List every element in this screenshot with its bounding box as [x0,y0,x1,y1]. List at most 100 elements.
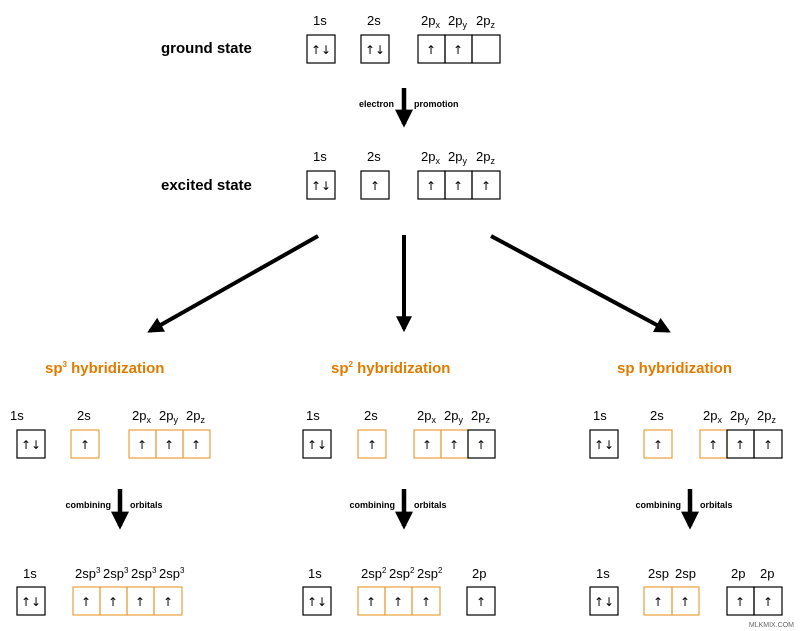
sp2-after-1s-electrons: ↑↓ [307,595,327,609]
sp-before-2pz-label: 2pz [757,408,776,425]
ground-state-section: ground state 1s 2s 2px 2py 2pz ↑↓ ↑↓ ↑ ↑ [161,13,501,64]
sp3-after-2sp3-label-1: 2sp3 [75,566,101,581]
sp3-after-1s-box [16,586,46,616]
excited-1s-label: 1s [313,149,327,164]
ground-2s-electrons: ↑↓ [365,43,385,57]
sp2-before-2s-box [357,429,387,459]
excited-1s-electrons: ↑↓ [311,179,331,193]
sp-before-1s-label: 1s [593,408,607,423]
sp3-after-hybrid-box-4 [153,586,183,616]
promotion-arrow-group: electron promotion [359,88,459,128]
sp-after-2sp-label-1: 2sp [648,566,669,581]
promotion-right-label: promotion [414,99,459,109]
sp2-column: sp2 hybridization 1s 2s 2px 2py 2pz ↑↓ ↑… [302,360,496,616]
sp2-after-2sp2-label-2: 2sp2 [389,566,415,581]
sp2-before-2s-electrons: ↑ [367,438,377,452]
sp2-before-2py-label: 2py [444,408,463,425]
sp3-before-2s-box [70,429,100,459]
sp2-after-2p-electrons: ↑ [476,595,486,609]
sp-after-2p-label-1: 2p [731,566,745,581]
sp-before-2py-electrons: ↑ [735,438,745,452]
sp2-before-2py-electrons: ↑ [449,438,459,452]
sp-before-2px-electrons: ↑ [708,438,718,452]
sp2-before-2pz-electrons: ↑ [476,438,486,452]
sp2-title: sp2 hybridization [331,360,450,377]
sp3-before-2py-electrons: ↑ [164,438,174,452]
branch-arrows [147,234,671,333]
sp3-after-hybrid-electrons-4: ↑ [163,595,173,609]
sp3-after-hybrid-electrons-1: ↑ [81,595,91,609]
ground-2py-label: 2py [448,13,467,30]
sp3-before-2py-label: 2py [159,408,178,425]
sp-title: sp hybridization [617,360,732,377]
excited-2pz-electrons: ↑ [481,179,491,193]
sp3-before-2pz-label: 2pz [186,408,205,425]
sp3-before-1s-box [16,429,46,459]
sp-after-hybrid-electrons-2: ↑ [680,595,690,609]
ground-2px-electrons: ↑ [426,43,436,57]
sp3-before-2pz-electrons: ↑ [191,438,201,452]
sp-after-1s-label: 1s [596,566,610,581]
sp2-after-2p-box [466,586,496,616]
excited-2px-label: 2px [421,149,440,166]
ground-2py-electrons: ↑ [453,43,463,57]
ground-2pz-box [471,34,501,64]
excited-2s-box [360,170,390,200]
ground-1s-label: 1s [313,13,327,28]
sp2-combining-left: combining [350,500,396,510]
ground-2pz-label: 2pz [476,13,495,30]
sp2-after-hybrid-electrons-1: ↑ [366,595,376,609]
excited-2pz-label: 2pz [476,149,495,166]
sp3-after-2sp3-label-3: 2sp3 [131,566,157,581]
watermark: MLKMIX.COM [749,622,794,629]
sp3-before-2px-electrons: ↑ [137,438,147,452]
sp2-after-hybrid-box-3 [411,586,441,616]
sp2-before-1s-label: 1s [306,408,320,423]
sp-after-2p-label-2: 2p [760,566,774,581]
sp-after-1s-box [589,586,619,616]
sp2-before-2s-label: 2s [364,408,378,423]
excited-2pz-box [471,170,501,200]
excited-2py-label: 2py [448,149,467,166]
sp-before-1s-electrons: ↑↓ [594,438,614,452]
sp2-after-2p-label: 2p [472,566,486,581]
sp3-before-2s-electrons: ↑ [80,438,90,452]
sp2-after-2sp2-label-1: 2sp2 [361,566,387,581]
sp2-before-2px-label: 2px [417,408,436,425]
sp-column: sp hybridization 1s 2s 2px 2py 2pz ↑↓ ↑ … [589,360,783,616]
sp2-before-2px-electrons: ↑ [422,438,432,452]
sp2-before-2pz-box [467,429,496,459]
sp-after-1s-electrons: ↑↓ [594,595,614,609]
sp-before-2s-label: 2s [650,408,664,423]
sp-before-1s-box [589,429,619,459]
excited-state-section: excited state 1s 2s 2px 2py 2pz ↑↓ ↑ ↑ ↑… [161,149,501,200]
sp-before-2s-electrons: ↑ [653,438,663,452]
sp-before-2py-label: 2py [730,408,749,425]
excited-2s-electrons: ↑ [370,179,380,193]
ground-state-title: ground state [161,40,252,57]
sp2-before-1s-electrons: ↑↓ [307,438,327,452]
ground-2s-label: 2s [367,13,381,28]
sp3-before-1s-electrons: ↑↓ [21,438,41,452]
ground-1s-electrons: ↑↓ [311,43,331,57]
sp-before-2px-label: 2px [703,408,722,425]
sp3-before-2pz-box [182,429,211,459]
ground-1s-box [306,34,336,64]
sp-after-2p-electrons-2: ↑ [763,595,773,609]
sp-after-hybrid-electrons-1: ↑ [653,595,663,609]
excited-1s-box [306,170,336,200]
excited-2px-electrons: ↑ [426,179,436,193]
sp3-after-2sp3-label-2: 2sp3 [103,566,129,581]
promotion-left-label: electron [359,99,394,109]
sp2-after-hybrid-electrons-3: ↑ [421,595,431,609]
branch-arrow-sp [490,234,671,333]
ground-2px-label: 2px [421,13,440,30]
sp-combining-left: combining [636,500,682,510]
ground-2s-box [360,34,390,64]
sp2-after-1s-box [302,586,332,616]
sp3-before-1s-label: 1s [10,408,24,423]
sp-before-2pz-electrons: ↑ [763,438,773,452]
sp3-title: sp3 hybridization [45,360,164,377]
sp3-after-1s-label: 1s [23,566,37,581]
sp3-before-2px-label: 2px [132,408,151,425]
